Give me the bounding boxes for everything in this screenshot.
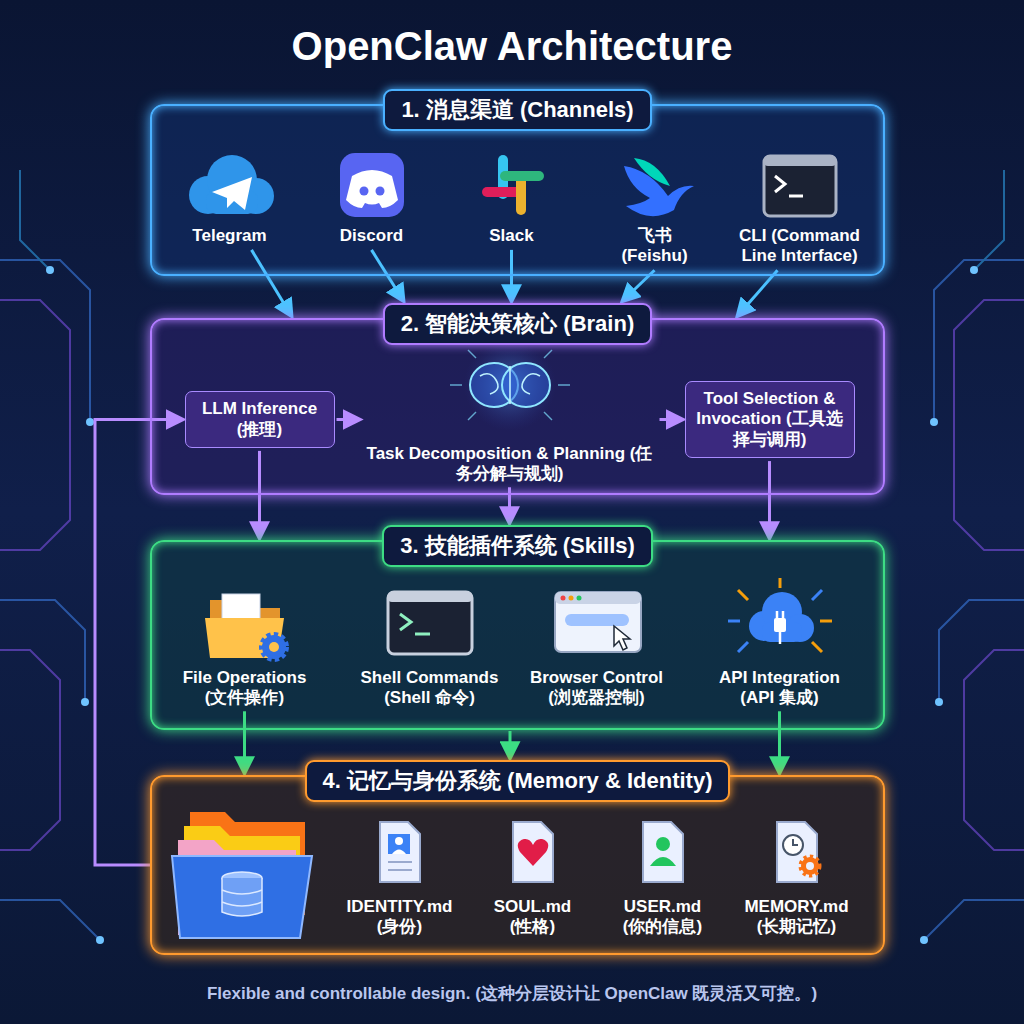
node-label: USER.md (你的信息) (613, 897, 713, 938)
memory-file: MEMORY.md (长期记忆) (734, 815, 860, 938)
band-fill (150, 540, 885, 730)
memory-layer: IDENTITY.md (身份) SOUL.md (性格) USER.md (你的信… (150, 775, 885, 955)
node-label: SOUL.md (性格) (483, 897, 583, 938)
channel-item: Telegram (170, 150, 290, 246)
node-label: Slack (462, 226, 562, 246)
flow-arrow (252, 250, 292, 316)
layer-heading: 2. 智能决策核心 (Brain) (383, 303, 652, 345)
node-label: Discord (317, 226, 427, 246)
diagram-caption: Flexible and controllable design. (这种分层设… (0, 982, 1024, 1005)
flow-arrow (778, 711, 781, 773)
node-label: IDENTITY.md (身份) (340, 897, 460, 938)
node-label: Telegram (170, 226, 290, 246)
user-doc-icon (643, 822, 683, 882)
node-label: LLM Inference (推理) (194, 399, 326, 440)
folder-gear-icon (205, 594, 286, 659)
memory-file: USER.md (你的信息) (613, 815, 713, 938)
discord-icon (340, 153, 404, 217)
flow-arrow (508, 487, 511, 523)
flow-arrow (660, 418, 683, 421)
node-label: API Integration (API 集成) (705, 668, 855, 709)
node-label: Tool Selection & Invocation (工具选择与调用) (694, 389, 846, 450)
node-label: CLI (Command Line Interface) (735, 226, 865, 267)
channel-item: CLI (Command Line Interface) (735, 150, 865, 267)
channel-item: Slack (462, 150, 562, 246)
memory-file: SOUL.md (性格) (483, 815, 583, 938)
node-label: File Operations (文件操作) (170, 668, 320, 709)
browser-icon (555, 592, 641, 652)
memory-file: IDENTITY.md (身份) (340, 815, 460, 938)
slack-icon (487, 160, 539, 210)
telegram-icon (189, 155, 274, 214)
api-cloud-icon (728, 578, 832, 652)
node-label: Shell Commands (Shell 命令) (355, 668, 505, 709)
node-label: Browser Control (浏览器控制) (522, 668, 672, 709)
layer-heading: 4. 记忆与身份系统 (Memory & Identity) (305, 760, 731, 802)
memory-folder-icon (172, 812, 312, 938)
flow-arrow (337, 418, 360, 421)
diagram-title: OpenClaw Architecture (0, 24, 1024, 69)
flow-arrow (738, 270, 778, 316)
memory-doc-icon (777, 822, 819, 882)
flow-arrow (509, 731, 512, 758)
process-box: Tool Selection & Invocation (工具选择与调用) (685, 381, 855, 458)
node-label: 飞书 (Feishu) (612, 226, 698, 267)
flow-arrow (95, 420, 183, 866)
process-box: LLM Inference (推理) (185, 391, 335, 448)
skills-layer: File Operations (文件操作) Shell Commands (Sh… (150, 540, 885, 730)
feishu-icon (624, 158, 694, 216)
node-label: MEMORY.md (长期记忆) (734, 897, 860, 938)
terminal-icon (764, 156, 836, 216)
brain-icon (450, 339, 570, 431)
channel-item: 飞书 (Feishu) (612, 150, 698, 267)
soul-doc-icon (513, 822, 553, 882)
brain-layer: LLM Inference (推理) Task Decomposition & P… (150, 318, 885, 495)
brain-step: Task Decomposition & Planning (任务分解与规划) (362, 356, 658, 485)
flow-arrow (243, 711, 246, 773)
terminal-icon (388, 592, 472, 654)
node-label: Task Decomposition & Planning (任务分解与规划) (362, 444, 658, 485)
band-fill (150, 775, 885, 955)
channel-layer: Telegram Discord Slack 飞书 (Feishu) CLI (Comm… (150, 104, 885, 276)
identity-doc-icon (380, 822, 420, 882)
channel-item: Discord (317, 150, 427, 246)
skill-item: File Operations (文件操作) (170, 590, 320, 709)
layer-heading: 1. 消息渠道 (Channels) (383, 89, 651, 131)
skill-item: Browser Control (浏览器控制) (522, 590, 672, 709)
flow-arrow (768, 461, 771, 538)
layer-heading: 3. 技能插件系统 (Skills) (382, 525, 653, 567)
skill-item: API Integration (API 集成) (705, 590, 855, 709)
skill-item: Shell Commands (Shell 命令) (355, 590, 505, 709)
